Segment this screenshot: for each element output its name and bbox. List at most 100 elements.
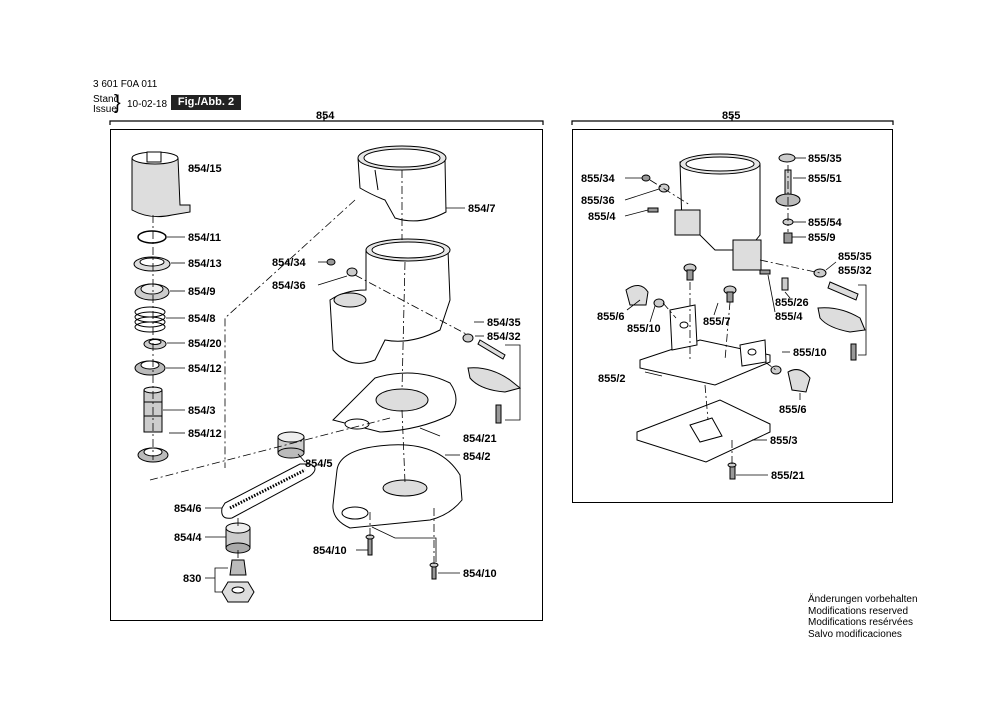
label-854-11: 854/11: [188, 232, 221, 244]
labels-right: 855/35 855/51 855/34 855/36 855/4 855/54…: [581, 153, 872, 482]
label-854-9: 854/9: [188, 286, 216, 298]
label-854-12-b: 854/12: [188, 428, 222, 440]
label-855-6-a: 855/6: [597, 311, 625, 323]
label-830: 830: [183, 573, 201, 585]
label-855-35-a: 855/35: [808, 153, 842, 165]
label-854-8: 854/8: [188, 313, 216, 325]
label-854-21: 854/21: [463, 433, 497, 445]
label-854-2: 854/2: [463, 451, 491, 463]
part-854-15: [131, 151, 191, 218]
label-854-3: 854/3: [188, 405, 216, 417]
note-de: Änderungen vorbehalten: [808, 594, 918, 605]
part-855-6-b: [787, 369, 811, 393]
part-855-4-b: [759, 269, 771, 275]
issue-label: Issue: [93, 104, 117, 115]
label-854-7: 854/7: [468, 203, 496, 215]
note-fr: Modifications resérvées: [808, 617, 914, 628]
part-854-11: [137, 230, 167, 244]
issue-date: 10-02-18: [127, 99, 168, 110]
right-title-bracket: [571, 120, 894, 125]
part-855-35-b: [813, 268, 827, 278]
label-855-3: 855/3: [770, 435, 798, 447]
part-number: 3 601 F0A 011: [93, 79, 158, 90]
label-854-15: 854/15: [188, 163, 222, 175]
label-855-35-b: 855/35: [838, 251, 872, 263]
part-motor-housing: [329, 238, 451, 364]
part-854-35: [462, 333, 474, 343]
label-855-26: 855/26: [775, 297, 809, 309]
label-854-10-b: 854/10: [463, 568, 497, 580]
label-855-6-b: 855/6: [779, 404, 807, 416]
label-855-10-a: 855/10: [627, 323, 661, 335]
part-854-10-a: [365, 534, 375, 556]
part-855-6-a: [625, 285, 649, 306]
modification-notes: Änderungen vorbehalten Modifications res…: [808, 594, 918, 640]
label-855-32: 855/32: [838, 265, 872, 277]
part-855-10-a: [653, 298, 665, 308]
panel-854: [110, 129, 543, 621]
part-830: [221, 559, 255, 603]
part-855-35-a: [778, 153, 796, 163]
right-panel-title: 855: [722, 110, 741, 122]
part-855-7: [683, 263, 737, 303]
label-854-20: 854/20: [188, 338, 222, 350]
part-854-9: [134, 283, 170, 301]
label-855-4-a: 855/4: [588, 211, 616, 223]
part-854-10-b: [429, 562, 439, 580]
label-855-4-b: 855/4: [775, 311, 803, 323]
part-854-4: [225, 522, 251, 554]
part-855-3: [636, 399, 771, 463]
part-855-housing: [674, 153, 762, 271]
label-854-12-a: 854/12: [188, 363, 222, 375]
label-854-5: 854/5: [305, 458, 333, 470]
label-855-7: 855/7: [703, 316, 731, 328]
part-855-21: [727, 462, 737, 480]
label-854-6: 854/6: [174, 503, 202, 515]
part-854-32: [477, 339, 506, 360]
label-854-10-a: 854/10: [313, 545, 347, 557]
labels-left: 854/15 854/11 854/13 854/9 854/8 854/20 …: [174, 163, 521, 585]
note-es: Salvo modificaciones: [808, 628, 902, 640]
part-854-2: [332, 444, 463, 529]
label-854-34: 854/34: [272, 257, 307, 269]
part-854-20: [143, 338, 167, 350]
left-title-bracket: [109, 120, 544, 125]
brace: }: [114, 92, 121, 114]
label-854-36: 854/36: [272, 280, 306, 292]
note-en: Modifications reserved: [808, 605, 909, 617]
part-855-2: [639, 304, 771, 386]
part-855-34: [641, 174, 651, 182]
part-855-26: [781, 277, 789, 291]
left-panel-title: 854: [316, 110, 335, 122]
part-854-12-top: [134, 360, 166, 376]
figure-badge: Fig./Abb. 2: [171, 95, 241, 110]
part-854-5: [277, 431, 305, 459]
label-855-10-b: 855/10: [793, 347, 827, 359]
label-855-34: 855/34: [581, 173, 616, 185]
part-855-9: [783, 232, 793, 244]
part-854-34: [326, 258, 336, 266]
label-855-2: 855/2: [598, 373, 626, 385]
part-854-7: [357, 145, 447, 222]
panel-855: [572, 129, 893, 503]
part-clamp-lever: [467, 367, 522, 393]
part-small-screw: [495, 404, 502, 424]
label-854-4: 854/4: [174, 532, 202, 544]
part-855-10-b: [770, 365, 782, 375]
part-855-clamp: [817, 307, 866, 333]
label-854-13: 854/13: [188, 258, 222, 270]
part-855-32: [827, 281, 859, 301]
part-854-36: [346, 267, 358, 277]
label-854-32: 854/32: [487, 331, 521, 343]
part-855-pin: [850, 343, 857, 361]
part-854-21: [332, 372, 457, 433]
label-854-35: 854/35: [487, 317, 521, 329]
label-855-51: 855/51: [808, 173, 842, 185]
label-855-21: 855/21: [771, 470, 805, 482]
stand-label: Stand: [93, 94, 120, 105]
part-855-4-a: [647, 207, 659, 213]
label-855-9: 855/9: [808, 232, 836, 244]
label-855-36: 855/36: [581, 195, 615, 207]
part-854-13: [133, 256, 171, 272]
